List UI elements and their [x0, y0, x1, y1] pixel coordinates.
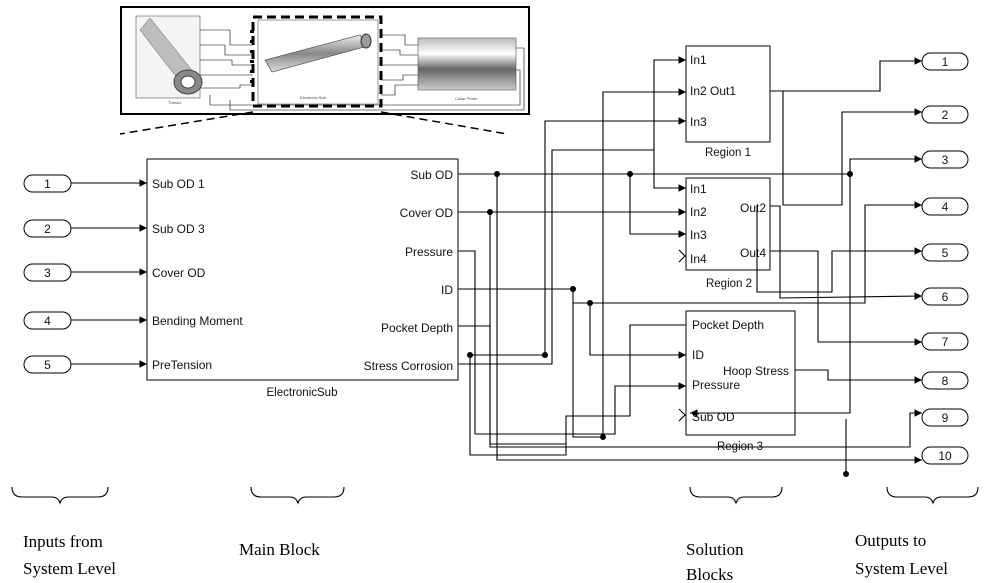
outport-5[interactable]: 5 [921, 243, 969, 262]
svg-text:Out2: Out2 [740, 201, 766, 215]
inport-3[interactable]: 3 [23, 263, 72, 282]
outport-4[interactable]: 4 [921, 197, 969, 216]
inport-4[interactable]: 4 [23, 311, 72, 330]
zoom-line-right [380, 111, 508, 135]
svg-text:Sub OD: Sub OD [692, 410, 735, 424]
region-3-block[interactable]: Pocket Depth ID Hoop Stress Pressure Sub… [678, 310, 796, 436]
thread-label: Thread [168, 100, 181, 105]
caption-solution-line2: Blocks [686, 565, 733, 583]
port-out-id: ID [441, 283, 453, 297]
zoom-highlight [251, 15, 383, 108]
svg-text:8: 8 [942, 374, 949, 388]
inport-5[interactable]: 5 [23, 355, 72, 374]
svg-text:9: 9 [942, 411, 949, 425]
collar-probe-thumb-icon: Collar Probe [417, 37, 517, 101]
outport-8[interactable]: 8 [921, 371, 969, 390]
system-thumbnail: Thread Electronic Sub Collar Probe [120, 6, 530, 115]
region-1-block[interactable]: In1 In2 Out1 In3 [685, 45, 771, 143]
outport-1[interactable]: 1 [921, 52, 969, 71]
svg-text:In2 Out1: In2 Out1 [690, 84, 736, 98]
svg-text:5: 5 [942, 246, 949, 260]
svg-text:Pressure: Pressure [692, 378, 740, 392]
caption-main-block: Main Block [239, 540, 320, 559]
svg-text:3: 3 [942, 153, 949, 167]
port-out-pressure: Pressure [405, 245, 453, 259]
svg-text:2: 2 [942, 108, 949, 122]
svg-text:1: 1 [942, 55, 949, 69]
main-block-title: ElectronicSub [267, 387, 338, 399]
outport-9[interactable]: 9 [921, 408, 969, 427]
svg-text:2: 2 [44, 222, 51, 236]
port-out-stress-corrosion: Stress Corrosion [364, 359, 453, 373]
port-bending-moment: Bending Moment [152, 314, 243, 328]
svg-text:3: 3 [44, 266, 51, 280]
outport-3[interactable]: 3 [921, 150, 969, 169]
braces [11, 486, 979, 505]
caption-outputs-line1: Outputs to [855, 531, 926, 550]
port-pretension: PreTension [152, 358, 212, 372]
electronic-thumb-label: Electronic Sub [300, 95, 327, 100]
svg-text:In2: In2 [690, 205, 707, 219]
caption-outputs-line2: System Level [855, 559, 948, 578]
port-sub-od-3: Sub OD 3 [152, 222, 205, 236]
inport-1[interactable]: 1 [23, 174, 72, 193]
region-2-block[interactable]: In1 In2 In3 In4 Out2 Out4 [678, 177, 771, 271]
port-out-cover-od: Cover OD [400, 206, 454, 220]
caption-solution-line1: Solution [686, 540, 744, 559]
svg-text:Hoop Stress: Hoop Stress [723, 364, 789, 378]
svg-text:10: 10 [938, 449, 952, 463]
inport-2[interactable]: 2 [23, 219, 72, 238]
port-out-sub-od: Sub OD [410, 168, 453, 182]
svg-text:In4: In4 [690, 252, 707, 266]
region-1-title: Region 1 [705, 147, 751, 159]
svg-text:In1: In1 [690, 53, 707, 67]
outport-7[interactable]: 7 [921, 332, 969, 351]
region-2-title: Region 2 [706, 278, 752, 290]
electronic-sub-thumb-icon: Electronic Sub [257, 19, 379, 105]
outport-2[interactable]: 2 [921, 105, 969, 124]
caption-inputs-line1: Inputs from [23, 532, 103, 551]
port-sub-od-1: Sub OD 1 [152, 177, 205, 191]
outport-10[interactable]: 10 [921, 446, 969, 465]
svg-text:Out4: Out4 [740, 246, 766, 260]
caption-inputs-line2: System Level [23, 559, 116, 578]
thread-block-icon: Thread [135, 15, 203, 105]
svg-text:In3: In3 [690, 115, 707, 129]
svg-text:6: 6 [942, 290, 949, 304]
port-out-pocket-depth: Pocket Depth [381, 321, 453, 335]
collar-thumb-label: Collar Probe [455, 96, 478, 101]
svg-text:In3: In3 [690, 228, 707, 242]
svg-text:ID: ID [692, 348, 704, 362]
svg-text:Pocket Depth: Pocket Depth [692, 318, 764, 332]
svg-text:1: 1 [44, 177, 51, 191]
svg-text:7: 7 [942, 335, 949, 349]
zoom-line-left [119, 111, 254, 135]
svg-text:4: 4 [44, 314, 51, 328]
svg-text:In1: In1 [690, 182, 707, 196]
port-cover-od: Cover OD [152, 266, 206, 280]
svg-text:5: 5 [44, 358, 51, 372]
electronic-sub-block[interactable]: Sub OD 1 Sub OD 3 Cover OD Bending Momen… [146, 158, 459, 381]
svg-text:4: 4 [942, 200, 949, 214]
outport-6[interactable]: 6 [921, 287, 969, 306]
signal-lines [458, 56, 923, 464]
